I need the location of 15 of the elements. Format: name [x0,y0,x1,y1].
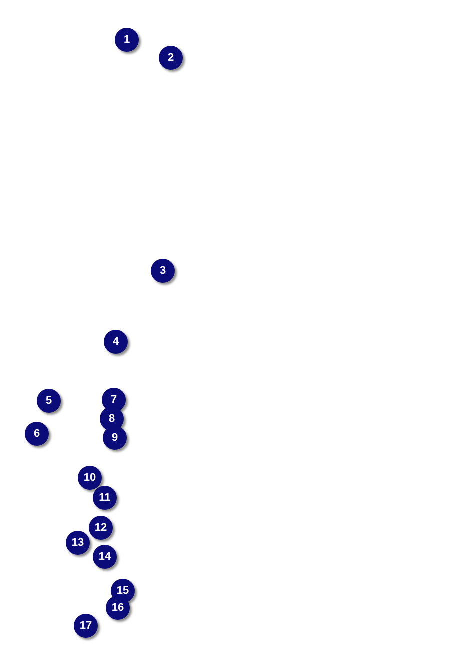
callout-number: 7 [102,388,126,412]
callout-number: 14 [93,545,117,569]
callout-number: 11 [93,486,117,510]
callout-number: 13 [66,531,90,555]
callout-number: 10 [78,466,102,490]
callout-number: 9 [103,426,127,450]
callout-number: 17 [74,614,98,638]
callout-number: 1 [115,28,139,52]
callout-number: 2 [159,46,183,70]
callout-number: 4 [104,330,128,354]
callout-number: 5 [37,389,61,413]
callout-number: 6 [25,422,49,446]
callout-number: 3 [151,259,175,283]
callout-number: 12 [89,516,113,540]
callout-number: 16 [106,596,130,620]
